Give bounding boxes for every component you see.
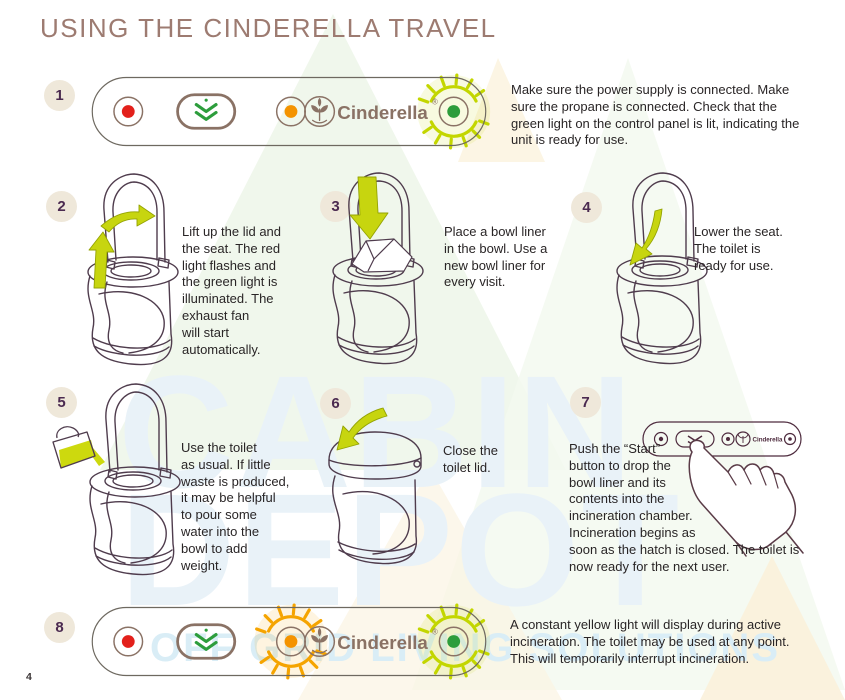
step-7-badge: 7 <box>570 387 601 418</box>
step-8-badge: 8 <box>44 612 75 643</box>
insert-liner-arrow-icon <box>349 176 389 240</box>
brand-logo-text: Cinderella <box>337 632 428 653</box>
start-button-chevron-icon <box>194 628 218 651</box>
start-button-chevron-icon <box>194 98 218 121</box>
page-number: 4 <box>26 671 32 683</box>
toilet-pour-water-illustration-step5 <box>52 383 181 576</box>
step-2-badge: 2 <box>46 191 77 222</box>
step-7-text: Push the “Start” button to drop the bowl… <box>569 441 800 574</box>
step-8-text: A constant yellow light will display dur… <box>510 617 790 666</box>
brand-logo-text: Cinderella <box>337 102 428 123</box>
control-panel-illustration-step8: Cinderella ® <box>91 606 492 677</box>
step-1-text: Make sure the power supply is connected.… <box>511 82 800 148</box>
step-1-badge: 1 <box>44 80 75 111</box>
lid-open-arrow-icon <box>100 204 156 233</box>
toilet-bowl-liner-illustration-step3 <box>332 172 424 365</box>
start-button <box>176 623 237 660</box>
red-light-indicator <box>113 626 144 657</box>
red-light-indicator <box>113 96 144 127</box>
registered-mark: ® <box>432 98 438 107</box>
page-title: USING THE CINDERELLA TRAVEL <box>40 13 497 43</box>
start-button <box>176 93 237 130</box>
brand-logo-icon <box>304 95 336 128</box>
control-panel-illustration-step1: Cinderella ® <box>91 76 492 147</box>
step-6-text: Close the toilet lid. <box>443 443 498 475</box>
step-3-text: Place a bowl liner in the bowl. Use a ne… <box>444 224 548 290</box>
step-2-text: Lift up the lid and the seat. The red li… <box>182 224 282 357</box>
registered-mark: ® <box>432 628 438 637</box>
orange-light-indicator <box>275 96 307 127</box>
toilet-lid-closed-illustration-step6 <box>328 407 422 565</box>
step-5-badge: 5 <box>46 387 77 418</box>
step-5-text: Use the toilet as usual. If little waste… <box>181 440 290 573</box>
step-4-text: Lower the seat. The toilet is ready for … <box>694 224 783 273</box>
close-lid-arrow-icon <box>336 407 388 451</box>
pouring-cup <box>52 426 105 469</box>
bowl-liner <box>351 238 413 273</box>
toilet-lid-open-illustration-step2 <box>87 173 179 366</box>
